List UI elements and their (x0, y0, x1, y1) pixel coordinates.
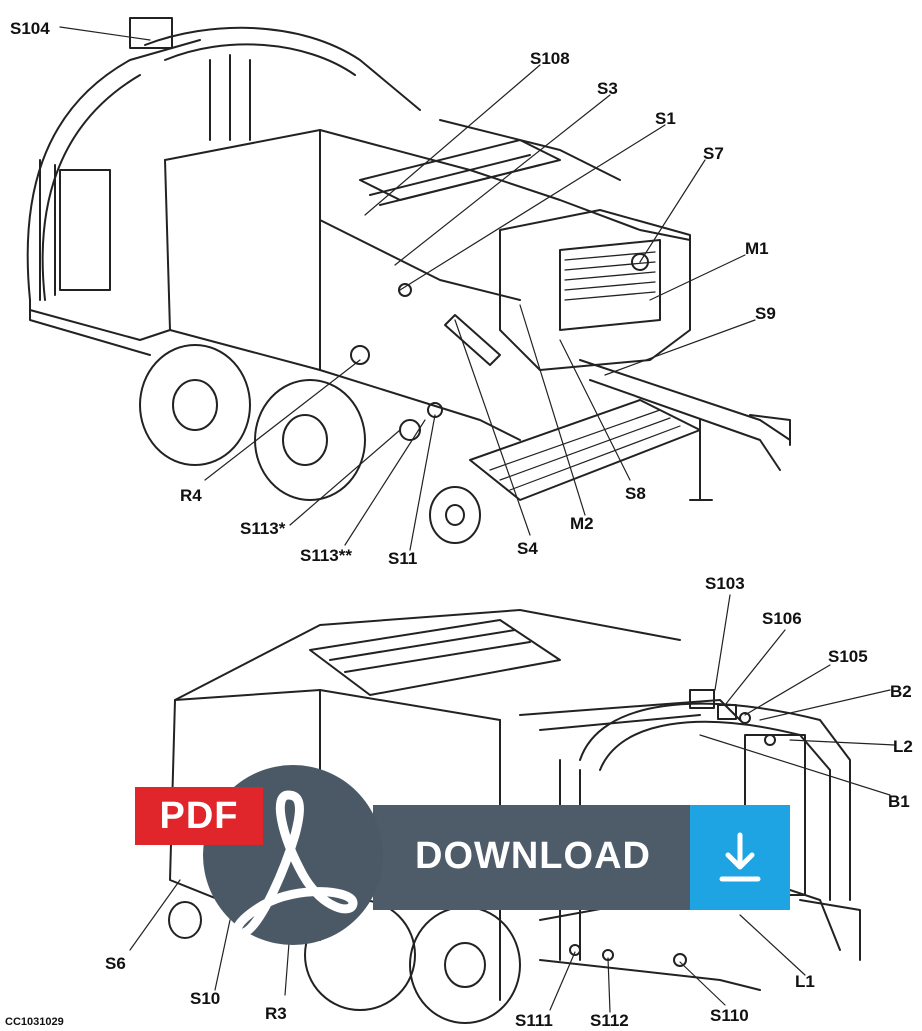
label-s3: S3 (597, 79, 618, 98)
download-label[interactable]: DOWNLOAD (415, 835, 651, 877)
label-s110: S110 (710, 1006, 749, 1025)
label-s6: S6 (105, 954, 126, 973)
label-m1: M1 (745, 239, 769, 258)
label-b2: B2 (890, 682, 912, 701)
pdf-download-banner[interactable]: PDF DOWNLOAD (135, 765, 790, 945)
label-s105: S105 (828, 647, 868, 666)
label-s4: S4 (517, 539, 538, 558)
label-s10: S10 (190, 989, 221, 1008)
label-s8: S8 (625, 484, 646, 503)
label-s1: S1 (655, 109, 676, 128)
label-s112: S112 (590, 1011, 629, 1030)
download-button[interactable] (690, 805, 790, 910)
top-leader-lines (59, 26, 756, 551)
label-l2: L2 (893, 737, 913, 756)
label-r3: R3 (265, 1004, 287, 1023)
label-s9: S9 (755, 304, 776, 323)
pdf-badge: PDF (135, 787, 263, 845)
label-s7: S7 (703, 144, 724, 163)
label-s104: S104 (10, 19, 50, 38)
figure-code: CC1031029 (5, 1016, 64, 1028)
label-l1: L1 (795, 972, 815, 991)
label-s113-star: S113* (240, 519, 286, 538)
label-s11: S11 (388, 549, 418, 568)
label-m2: M2 (570, 514, 594, 533)
label-s108: S108 (530, 49, 570, 68)
top-baler-drawing (26, 17, 791, 544)
label-r4: R4 (180, 486, 202, 505)
label-s106: S106 (762, 609, 802, 628)
acrobat-icon (232, 790, 358, 938)
download-bar[interactable] (373, 805, 693, 910)
label-b1: B1 (888, 792, 910, 811)
label-s113-double-star: S113** (300, 546, 352, 565)
download-arrow-icon (719, 832, 761, 881)
label-s103: S103 (705, 574, 745, 593)
label-s111: S111 (515, 1011, 553, 1030)
bottom-leader-lines (129, 594, 896, 1013)
